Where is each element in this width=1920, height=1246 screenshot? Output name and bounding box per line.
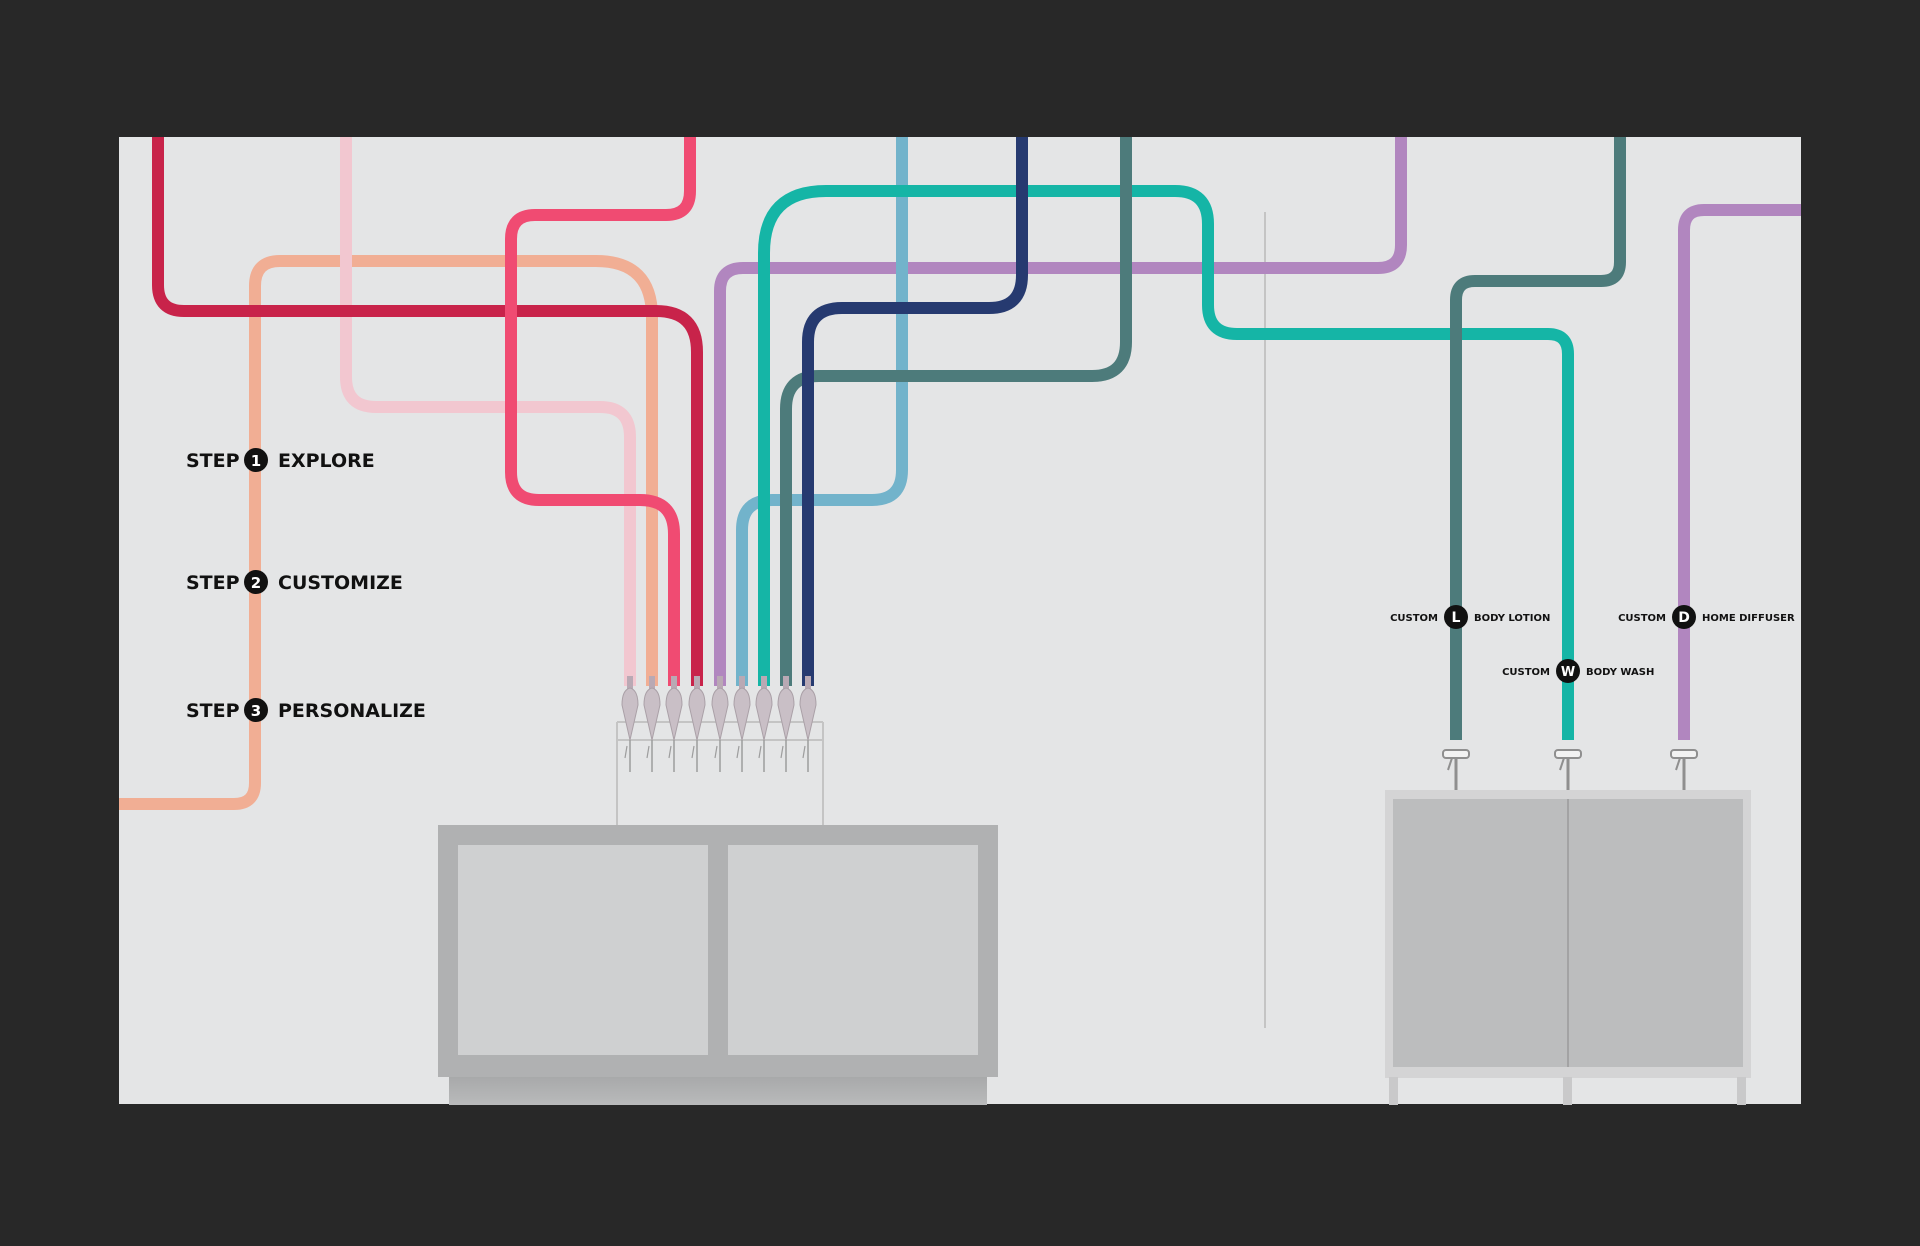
product-body-lotion: CUSTOM L BODY LOTION [1390,605,1550,629]
step-number: 2 [251,574,261,592]
step-number: 1 [251,452,261,470]
step-number-badge [244,570,268,594]
pipe-slate-teal-left [780,137,1132,686]
product-letter: D [1678,610,1690,626]
product-prefix: CUSTOM [1390,613,1438,624]
tap-handle-icon [1442,749,1698,790]
step-label: EXPLORE [278,450,375,472]
tap-body-wash [1554,749,1582,790]
left-counter-base [449,1077,987,1105]
product-body-wash: CUSTOM W BODY WASH [1502,659,1654,683]
bottle-dispenser-5 [711,676,729,772]
step-prefix: STEP [186,450,240,472]
pipe-peach [119,255,658,810]
step-label: CUSTOMIZE [278,572,403,594]
product-letter-badge [1672,605,1696,629]
step-customize: STEP 2 CUSTOMIZE [186,570,403,594]
tap-home-diffuser [1670,749,1698,790]
step-label: PERSONALIZE [278,700,426,722]
product-letter: W [1561,665,1575,680]
pipe-lavender-right [1678,204,1801,740]
step-prefix: STEP [186,700,240,722]
left-counter-cabinet [438,825,998,1105]
tap-body-lotion [1442,749,1470,790]
bottle-dispenser-9 [799,676,817,772]
pipe-slate-teal-right [1450,137,1626,740]
product-label: BODY LOTION [1474,613,1550,624]
step-number-badge [244,698,268,722]
bottle-dispenser-icon [621,676,817,772]
product-prefix: CUSTOM [1618,613,1666,624]
pipe-navy [802,137,1028,686]
pipe-hot-pink [505,137,696,686]
right-sink-cabinet [1385,790,1751,1105]
bottle-dispenser-6 [733,676,751,772]
bottle-dispenser-3 [665,676,683,772]
product-letter-badge [1444,605,1468,629]
pipe-sky-blue [736,137,908,686]
step-personalize: STEP 3 PERSONALIZE [186,698,426,722]
bottle-dispenser-7 [755,676,773,772]
bottle-dispenser-8 [777,676,795,772]
bottle-dispenser-1 [621,676,639,772]
left-counter-door-left [458,845,708,1055]
bottle-dispenser-2 [643,676,661,772]
product-label: BODY WASH [1586,667,1654,678]
product-prefix: CUSTOM [1502,667,1550,678]
product-letter-badge [1556,659,1580,683]
pipe-teal [758,185,1574,740]
pipe-crimson [152,137,703,686]
step-prefix: STEP [186,572,240,594]
step-number-badge [244,448,268,472]
bottle-dispenser-4 [688,676,706,772]
step-number: 3 [251,702,261,720]
pipe-lavender-left [714,137,1407,686]
product-label: HOME DIFFUSER [1702,613,1795,624]
product-letter: L [1452,610,1461,626]
pipe-light-pink [340,137,636,686]
step-explore: STEP 1 EXPLORE [186,448,375,472]
product-home-diffuser: CUSTOM D HOME DIFFUSER [1618,605,1795,629]
left-counter-door-right [728,845,978,1055]
